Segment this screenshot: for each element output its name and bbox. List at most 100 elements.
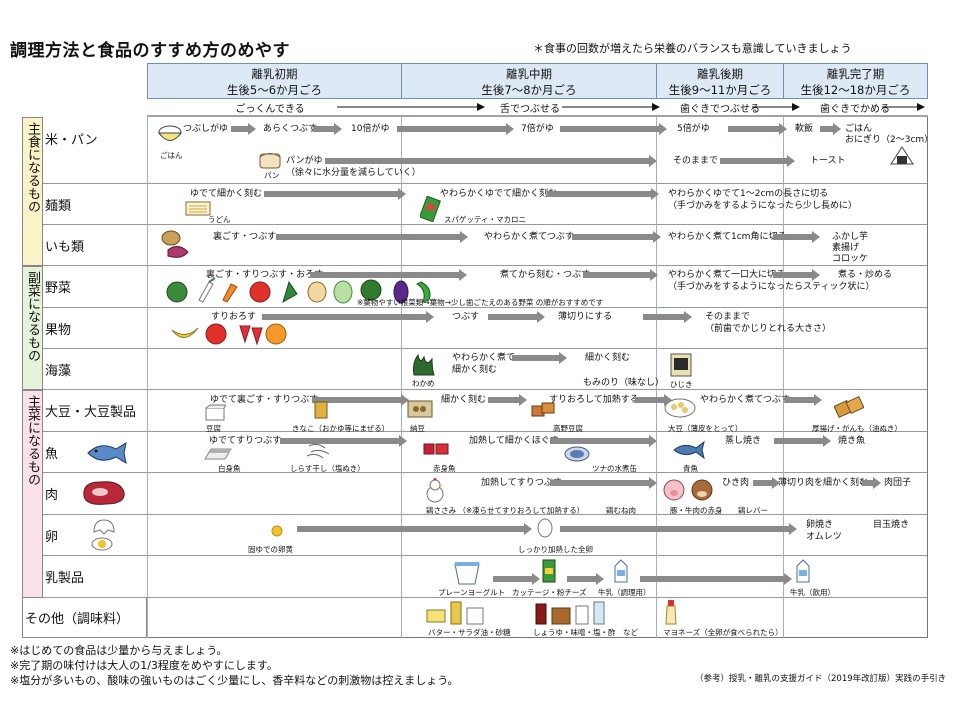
fish-icon-caption: しらす干し（塩ぬき） xyxy=(290,464,365,473)
meat-icon xyxy=(83,481,125,505)
potato-step: 素揚げ xyxy=(832,243,860,253)
bread-step-note: （徐々に水分量を減らしていく） xyxy=(286,168,421,178)
arrow xyxy=(397,123,514,135)
footnote: ※塩分が多いもの、酸味の強いものはごく少量にし、香辛料などの刺激物は控えましょう… xyxy=(10,674,459,687)
meat-icon-caption: 鶏レバー xyxy=(738,506,768,515)
arrow xyxy=(635,394,672,406)
arrow xyxy=(547,188,659,200)
noodle-step: やわらかくゆでて細かく刻む xyxy=(440,189,558,199)
noodle-icon-caption: うどん xyxy=(208,215,231,224)
arrow xyxy=(297,523,532,535)
arrow xyxy=(264,188,406,200)
row-label-vegetable: 野菜 xyxy=(43,266,147,308)
vegetables-icon xyxy=(166,278,431,304)
fruit-step-note: （前歯でかじりとれる大きさ） xyxy=(705,324,832,334)
category-label: 副菜になるもの xyxy=(25,271,40,362)
footnote: ※はじめての食品は少量から与えましょう。 xyxy=(10,644,228,657)
row-line xyxy=(147,117,928,184)
noodle-step: やわらかくゆでて1～2cmの長さに切る xyxy=(668,189,829,199)
udon-icon xyxy=(185,201,211,216)
seaweed-icon-caption: もみのり（味なし） xyxy=(583,378,665,388)
fruits-icon xyxy=(171,323,287,346)
row-line xyxy=(147,308,928,349)
period-header-late: 離乳後期生後9～11か月ごろ xyxy=(656,63,784,99)
rice-step: 10倍がゆ xyxy=(351,124,390,134)
arrow xyxy=(313,123,342,135)
meat-icon-caption: 鶏ささみ （※凍らせてすりおろして加熱する） xyxy=(426,506,585,515)
fish-step: 蒸し焼き xyxy=(725,436,762,446)
seaweed-step: やわらかく煮て xyxy=(452,353,516,363)
soy-step: ゆでて裏ごす・すりつぶす xyxy=(210,395,319,405)
arrow xyxy=(488,311,545,323)
rice-step: 7倍がゆ xyxy=(521,124,554,134)
arrow xyxy=(312,394,409,406)
meat-step: 薄切り肉を細かく刻む xyxy=(778,478,869,488)
dairy-icon-caption: 牛乳（飲用） xyxy=(790,588,835,597)
soy-icon-caption: きなこ（おかゆ等にまぜる） xyxy=(292,424,390,433)
rice-step: ごはん xyxy=(845,124,873,134)
meat-step: 肉団子 xyxy=(884,478,912,488)
rice-step: 5倍がゆ xyxy=(677,124,710,134)
red-fish-icon xyxy=(423,443,449,455)
arrow xyxy=(512,352,567,364)
bread-step: トースト xyxy=(810,156,846,166)
egg-icon xyxy=(91,519,115,551)
meat-icon-caption: 豚・牛肉の赤身 xyxy=(670,506,723,515)
row-label-soy: 大豆・大豆製品 xyxy=(43,390,147,432)
seaweed-icon-caption: ひじき xyxy=(670,380,693,389)
potato-icon xyxy=(161,230,189,258)
arrow xyxy=(643,311,692,323)
period-age: 生後5～6か月ごろ xyxy=(226,83,323,97)
potato-step: コロッケ xyxy=(832,254,869,264)
arrow xyxy=(560,523,797,535)
arrow xyxy=(774,435,831,447)
tuna-can-icon xyxy=(564,446,590,462)
other-icon-caption: マヨネーズ（全卵が食べられたら） xyxy=(663,628,783,637)
col-divider xyxy=(147,117,148,638)
period-name: 離乳初期 xyxy=(251,67,298,81)
potato-step: やわらかく煮てつぶす xyxy=(484,232,574,242)
arrow xyxy=(572,231,661,243)
bread-step: パンがゆ xyxy=(286,156,323,166)
category-main: 主菜になるもの xyxy=(22,390,43,598)
fish-step: 焼き魚 xyxy=(838,436,866,446)
potato-step: ふかし芋 xyxy=(832,232,869,242)
dairy-icon-caption: 牛乳（調理用） xyxy=(598,588,651,597)
seaweed-step: 細かく刻む xyxy=(452,365,498,375)
period-age: 生後9～11か月ごろ xyxy=(668,83,772,97)
arrow xyxy=(567,573,604,585)
row-line xyxy=(147,515,928,556)
arrow xyxy=(773,231,820,243)
dairy-icon-caption: カッテージ・粉チーズ xyxy=(512,588,587,597)
soybeans-icon xyxy=(664,398,696,418)
row-line xyxy=(147,349,928,390)
footnote: ※完了期の味付けは大人の1/3程度をめやすにします。 xyxy=(10,659,278,672)
arrow xyxy=(720,155,795,167)
row-label-egg: 卵 xyxy=(43,515,147,556)
stage-label: 歯ぐきでかめる xyxy=(820,104,890,115)
soy-step: すりおろして加熱する xyxy=(549,395,639,405)
row-label-fruit: 果物 xyxy=(43,308,147,349)
soy-icon-caption: 納豆 xyxy=(410,424,425,433)
arrow xyxy=(753,477,780,489)
egg-step: 目玉焼き xyxy=(873,520,910,530)
category-staple: 主食になるもの xyxy=(22,117,43,266)
fish-step: ゆでてすりつぶす xyxy=(209,436,282,446)
stage-label: 歯ぐきでつぶせる xyxy=(680,104,760,115)
arrow xyxy=(728,123,787,135)
category-side: 副菜になるもの xyxy=(22,266,43,390)
arrow xyxy=(820,123,841,135)
cheese-icon xyxy=(542,559,556,583)
vegetable-step: 裏ごす・すりつぶす・おろす xyxy=(206,270,324,280)
arrow xyxy=(550,477,657,489)
fish-step: 加熱して細かくほぐす xyxy=(469,436,559,446)
tofu-icon xyxy=(205,404,226,421)
row-label-noodle: 麺類 xyxy=(43,184,147,225)
atsuage-icon xyxy=(834,395,864,419)
blue-fish-icon xyxy=(673,440,705,460)
fish-icon-caption: ツナの水煮缶 xyxy=(592,464,637,473)
stage-arrows xyxy=(147,103,928,117)
fish-icon-caption: 赤身魚 xyxy=(433,464,456,473)
arrow xyxy=(550,435,657,447)
fruit-step: そのままで xyxy=(705,312,751,322)
